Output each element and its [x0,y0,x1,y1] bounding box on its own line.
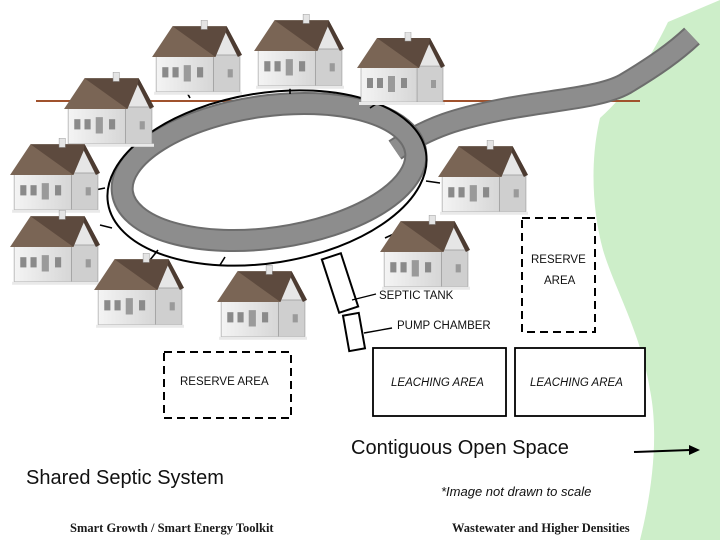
house [356,32,445,106]
open-space-label: Contiguous Open Space [351,437,569,459]
septic-tank [320,252,360,314]
scale-note: *Image not drawn to scale [441,484,592,499]
collection-loop [106,89,428,267]
house [93,253,184,329]
footer-left: Smart Growth / Smart Energy Toolkit [70,521,274,535]
house [216,265,307,341]
house [437,140,528,216]
reserve-area-right-label-line1: RESERVE [531,254,586,266]
house [151,20,242,96]
house [9,210,100,286]
reserve-area-left [163,351,292,419]
leaching-area-1-label: LEACHING AREA [391,377,484,389]
open-space-area [593,0,720,540]
pump-chamber-leader [363,327,393,334]
footer-right: Wastewater and Higher Densities [452,521,630,535]
leaching-area-2 [514,347,646,417]
reserve-area-right [521,217,596,333]
reserve-area-left-label: RESERVE AREA [180,376,269,388]
house [253,14,344,90]
leaching-area-1 [372,347,507,417]
house [63,72,154,148]
house [9,138,100,214]
reserve-area-right-label-line2: AREA [544,275,576,287]
pump-chamber-label: PUMP CHAMBER [397,320,491,332]
septic-tank-label: SEPTIC TANK [379,290,454,302]
pump-chamber [341,311,367,353]
open-space-arrow [633,449,691,453]
septic-tank-leader [351,293,377,301]
leaching-area-2-label: LEACHING AREA [530,377,623,389]
diagram-title: Shared Septic System [26,467,224,489]
house [379,215,470,291]
